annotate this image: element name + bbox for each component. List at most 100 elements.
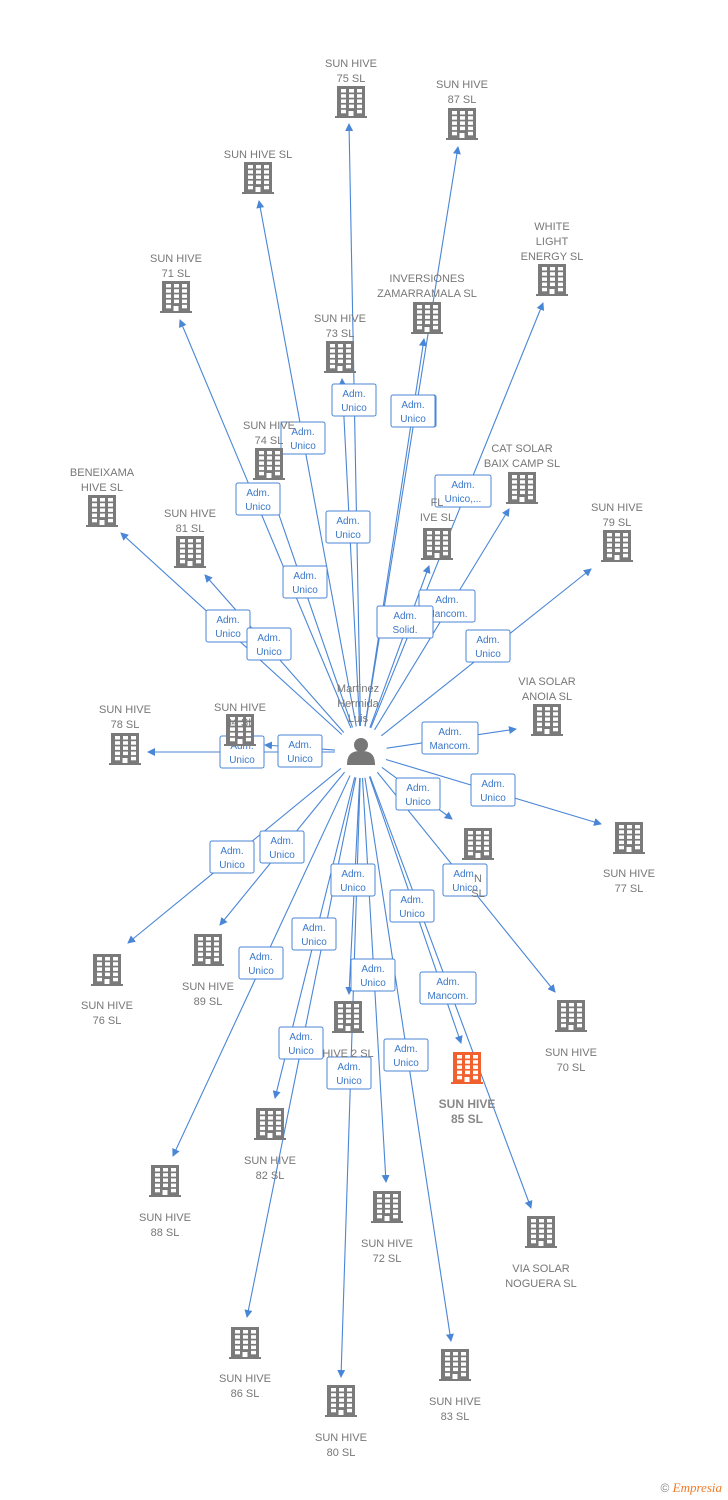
- role-text: Unico: [288, 1046, 314, 1057]
- role-box-flhv[interactable]: Adm.Solid.: [376, 605, 434, 639]
- role-text: Unico: [287, 754, 313, 765]
- role-box-sh71[interactable]: Adm.Unico: [235, 482, 281, 516]
- role-box-shsl[interactable]: Adm.Unico: [280, 421, 326, 455]
- role-box-sh79[interactable]: Adm.Unico: [465, 629, 511, 663]
- company-node-sh86[interactable]: SUN HIVE 86 SL: [219, 1327, 271, 1400]
- role-box-sh73[interactable]: Adm.Unico: [325, 510, 371, 544]
- company-label: SL: [471, 888, 484, 900]
- role-box-sh2[interactable]: Adm.Unico: [330, 863, 376, 897]
- company-label: HIVE SL: [81, 482, 123, 494]
- role-box-sh70[interactable]: Adm. Unico: [442, 863, 488, 897]
- role-box-sh74[interactable]: Adm.Unico: [282, 565, 328, 599]
- company-label: SUN HIVE: [545, 1047, 597, 1059]
- role-text: Unico: [405, 797, 431, 808]
- role-text: Unico: [452, 883, 478, 894]
- brand-logo: Empresia: [672, 1480, 722, 1495]
- role-text: Unico: [301, 937, 327, 948]
- company-label: 75 SL: [337, 73, 366, 85]
- role-box-sh72[interactable]: Adm.Unico: [350, 958, 396, 992]
- role-box-sh85[interactable]: Adm.Mancom.: [419, 971, 477, 1005]
- role-box-wle[interactable]: Adm. Unico,...: [434, 474, 492, 508]
- role-box-vsan[interactable]: Adm.Mancom.: [421, 721, 479, 755]
- role-text: Unico,...: [445, 494, 482, 505]
- company-label: SUN HIVE: [139, 1212, 191, 1224]
- role-box-sh83[interactable]: Adm.Unico: [383, 1038, 429, 1072]
- company-node-sh75[interactable]: SUN HIVE 75 SL: [325, 58, 377, 118]
- company-label: 86 SL: [231, 1388, 260, 1400]
- company-label: SUN HIVE: [244, 1155, 296, 1167]
- company-node-shsl[interactable]: SUN HIVE SL: [224, 149, 292, 194]
- building-icon: [91, 954, 123, 986]
- role-box-sh89[interactable]: Adm.Unico: [259, 830, 305, 864]
- building-icon: [411, 302, 443, 334]
- role-text: Adm.: [451, 480, 474, 491]
- role-text: Adm.: [337, 1062, 360, 1073]
- footer-brand: © Empresia: [660, 1480, 722, 1496]
- role-text: Unico: [360, 978, 386, 989]
- role-box-invz[interactable]: Adm.Unico: [390, 394, 436, 428]
- building-icon: [109, 733, 141, 765]
- building-icon: [451, 1052, 483, 1084]
- building-icon: [335, 86, 367, 118]
- company-label: 80 SL: [327, 1447, 356, 1459]
- company-label: SUN HIVE: [436, 79, 488, 91]
- company-node-sh2[interactable]: HIVE 2 SL: [322, 1001, 374, 1060]
- building-icon: [613, 822, 645, 854]
- building-icon: [525, 1216, 557, 1248]
- company-label: SUN HIVE: [219, 1373, 271, 1385]
- role-box-sh75[interactable]: Adm.Unico: [331, 383, 377, 417]
- role-box-sh86[interactable]: Adm.Unico: [291, 917, 337, 951]
- role-text: Unico: [290, 441, 316, 452]
- company-node-shn[interactable]: NSL: [462, 828, 494, 900]
- role-text: Adm.: [216, 615, 239, 626]
- person-name: Hermida: [337, 698, 379, 710]
- role-box-sh81[interactable]: Adm.Unico: [246, 627, 292, 661]
- person-icon: [347, 738, 375, 765]
- company-label: WHITE: [534, 221, 569, 233]
- company-label: HIVE 2 SL: [322, 1048, 373, 1060]
- company-label: 77 SL: [615, 883, 644, 895]
- role-box-bene[interactable]: Adm.Unico: [205, 609, 251, 643]
- edge-wle: [370, 302, 545, 729]
- role-box-sh76[interactable]: Adm.Unico: [209, 840, 255, 874]
- role-text: Adm.: [288, 740, 311, 751]
- company-label: SUN HIVE: [325, 58, 377, 70]
- company-label: 78 SL: [111, 719, 140, 731]
- role-box-shn[interactable]: Adm.Unico: [395, 777, 441, 811]
- role-box-sh80[interactable]: Adm.Unico: [326, 1056, 372, 1090]
- role-box-sh77[interactable]: Adm.Unico: [470, 773, 516, 807]
- role-box-vsno[interactable]: Adm.Unico: [389, 889, 435, 923]
- role-text: Unico: [340, 883, 366, 894]
- role-box-sh88[interactable]: Adm.Unico: [238, 946, 284, 980]
- role-text: Adm.: [453, 869, 476, 880]
- company-label: CAT SOLAR: [491, 443, 552, 455]
- role-box-sh84[interactable]: Adm. Unico: [277, 734, 323, 768]
- role-box-sh82[interactable]: Adm.Unico: [278, 1026, 324, 1060]
